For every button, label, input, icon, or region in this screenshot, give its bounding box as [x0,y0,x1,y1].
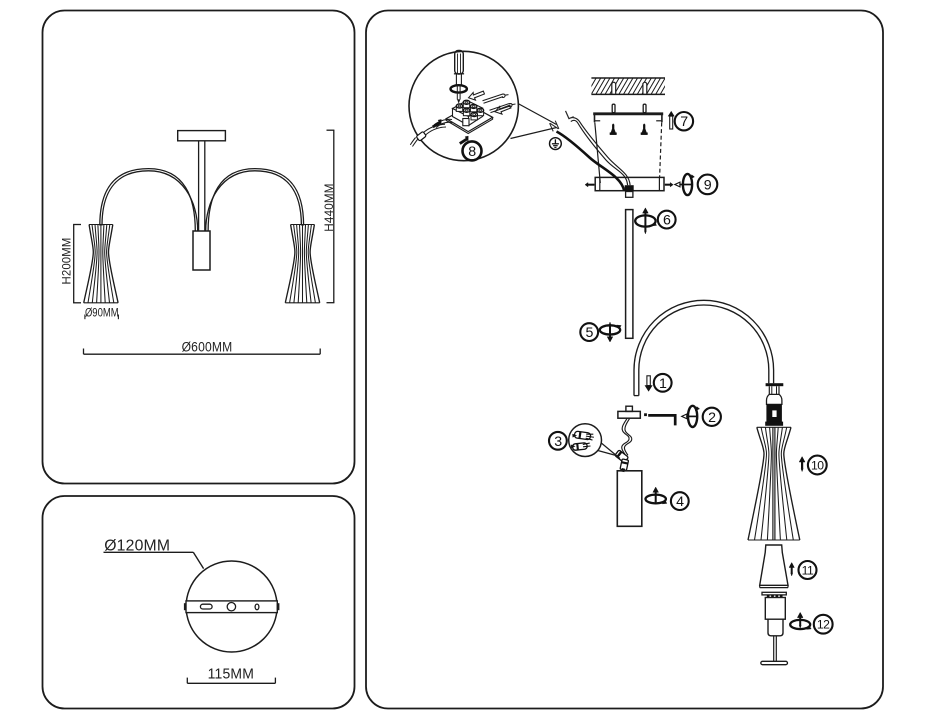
svg-text:2: 2 [708,410,716,426]
svg-text:8: 8 [468,144,476,160]
svg-text:9: 9 [704,177,712,193]
svg-text:10: 10 [811,458,824,472]
svg-text:3: 3 [554,434,562,450]
svg-text:7: 7 [680,114,688,130]
svg-text:Ø90MM: Ø90MM [85,308,119,320]
svg-text:4: 4 [676,494,684,510]
svg-text:Ø120MM: Ø120MM [104,538,170,555]
svg-text:1: 1 [659,376,667,392]
svg-text:H440MM: H440MM [322,183,336,231]
svg-text:12: 12 [817,618,830,632]
svg-text:6: 6 [663,213,671,229]
svg-text:H200MM: H200MM [59,238,73,285]
svg-text:11: 11 [802,563,814,577]
svg-text:115MM: 115MM [208,665,254,682]
svg-text:Ø600MM: Ø600MM [182,340,233,355]
svg-text:5: 5 [586,325,594,341]
